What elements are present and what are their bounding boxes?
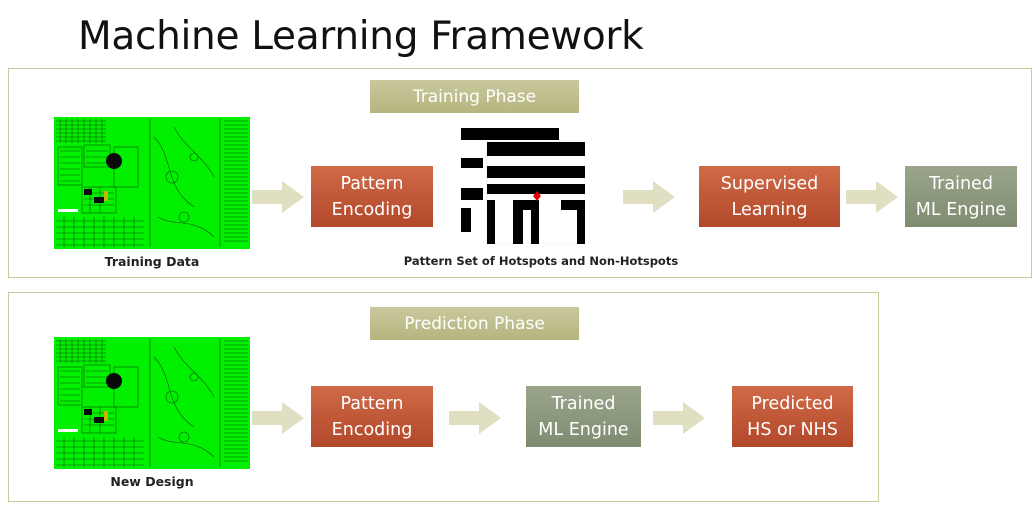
prediction-trained-ml-engine-box: Trained ML Engine [526, 386, 641, 447]
training-data-caption: Training Data [104, 254, 200, 269]
page-title: Machine Learning Framework [78, 14, 644, 59]
training-phase-panel [8, 68, 1032, 278]
prediction-pattern-encoding-line-2: Encoding [331, 419, 413, 440]
predicted-result-line-1: Predicted [751, 393, 834, 414]
prediction-trained-ml-engine-line-2: ML Engine [538, 419, 629, 440]
predicted-result-line-2: HS or NHS [747, 419, 838, 440]
supervised-learning-line-2: Learning [731, 199, 808, 220]
right-arrow-icon [252, 181, 304, 213]
training-phase-label: Training Phase [370, 80, 579, 113]
new-design-layout-image [54, 337, 250, 469]
prediction-pattern-encoding-line-1: Pattern [340, 393, 404, 414]
trained-ml-engine-line-2: ML Engine [915, 199, 1007, 220]
prediction-phase-label: Prediction Phase [370, 307, 579, 340]
supervised-learning-box: Supervised Learning [699, 166, 840, 227]
pattern-set-caption: Pattern Set of Hotspots and Non-Hotspots [403, 254, 679, 268]
trained-ml-engine-line-1: Trained [929, 173, 993, 194]
right-arrow-icon [653, 402, 705, 434]
supervised-learning-line-1: Supervised [720, 173, 819, 194]
pattern-set-image [461, 128, 586, 245]
trained-ml-engine-box: Trained ML Engine [905, 166, 1017, 227]
pattern-encoding-line-1: Pattern [340, 173, 404, 194]
pattern-encoding-box: Pattern Encoding [311, 166, 433, 227]
prediction-pattern-encoding-box: Pattern Encoding [311, 386, 433, 447]
training-data-layout-image [54, 117, 250, 249]
prediction-trained-ml-engine-line-1: Trained [551, 393, 616, 414]
right-arrow-icon [846, 181, 898, 213]
right-arrow-icon [623, 181, 675, 213]
pattern-encoding-line-2: Encoding [331, 199, 413, 220]
right-arrow-icon [449, 402, 501, 434]
new-design-caption: New Design [110, 474, 194, 489]
right-arrow-icon [252, 402, 304, 434]
prediction-phase-panel [8, 292, 879, 502]
predicted-result-box: Predicted HS or NHS [732, 386, 853, 447]
